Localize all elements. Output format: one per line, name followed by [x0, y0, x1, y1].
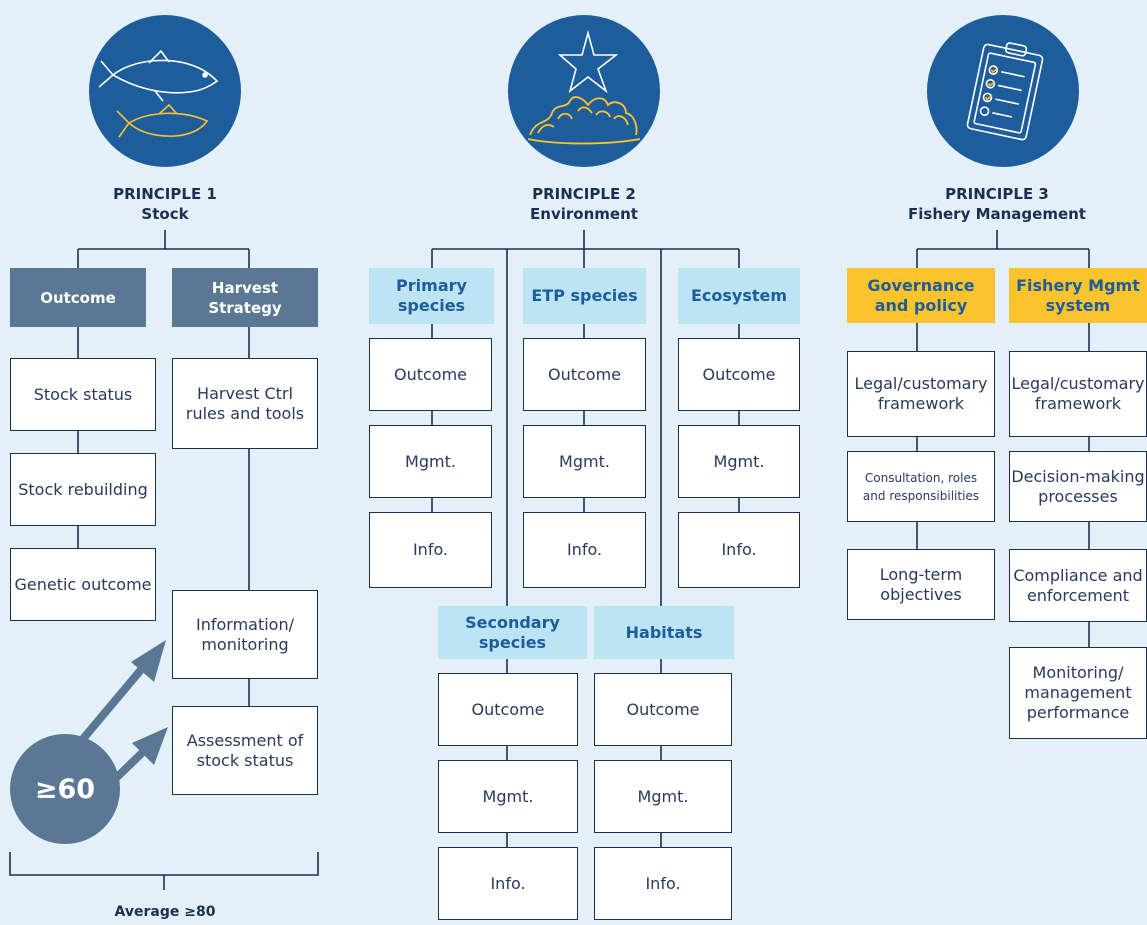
principle3-title: PRINCIPLE 3 Fishery Management	[908, 185, 1086, 223]
p1-stock-status: Stock status	[10, 358, 156, 431]
p2-etp-outcome: Outcome	[523, 338, 646, 411]
p2-header-etp-species: ETP species	[523, 268, 646, 324]
p3-fms-compliance-enforcement: Compliance and enforcement	[1009, 549, 1147, 622]
p2-secondary-info: Info.	[438, 847, 578, 920]
principle1-title: PRINCIPLE 1 Stock	[113, 185, 217, 223]
p2-ecosystem-outcome: Outcome	[678, 338, 800, 411]
p2-habitats-outcome: Outcome	[594, 673, 732, 746]
p2-primary-outcome: Outcome	[369, 338, 492, 411]
p2-habitats-mgmt: Mgmt.	[594, 760, 732, 833]
principle2-starfish-coral-icon	[508, 15, 660, 167]
p2-habitats-info: Info.	[594, 847, 732, 920]
p2-ecosystem-mgmt: Mgmt.	[678, 425, 800, 498]
p2-etp-mgmt: Mgmt.	[523, 425, 646, 498]
p1-harvest-control-rules: Harvest Ctrl rules and tools	[172, 358, 318, 449]
p3-fms-legal-framework: Legal/customary framework	[1009, 351, 1147, 437]
p2-primary-info: Info.	[369, 512, 492, 588]
p2-etp-info: Info.	[523, 512, 646, 588]
p1-threshold-badge: ≥60	[10, 734, 120, 844]
p1-genetic-outcome: Genetic outcome	[10, 548, 156, 621]
principle1-tuna-icon	[89, 15, 241, 167]
p2-secondary-outcome: Outcome	[438, 673, 578, 746]
p1-average-label: Average ≥80	[114, 904, 216, 920]
p3-header-fishery-mgmt-system: Fishery Mgmt system	[1009, 268, 1147, 323]
principle3-clipboard-icon	[927, 15, 1079, 167]
p2-ecosystem-info: Info.	[678, 512, 800, 588]
p1-header-harvest-strategy: Harvest Strategy	[172, 268, 318, 327]
p2-header-habitats: Habitats	[594, 606, 734, 659]
principle2-title: PRINCIPLE 2 Environment	[530, 185, 638, 223]
p3-header-governance: Governance and policy	[847, 268, 995, 323]
p2-header-ecosystem: Ecosystem	[678, 268, 800, 324]
p2-primary-mgmt: Mgmt.	[369, 425, 492, 498]
p1-assessment-stock-status: Assessment of stock status	[172, 706, 318, 795]
p1-header-outcome: Outcome	[10, 268, 146, 327]
p3-gov-consultation-roles: Consultation, roles and responsibilities	[847, 451, 995, 522]
p2-header-primary-species: Primary species	[369, 268, 494, 324]
p3-gov-legal-framework: Legal/customary framework	[847, 351, 995, 437]
p1-stock-rebuilding: Stock rebuilding	[10, 453, 156, 526]
p2-header-secondary-species: Secondary species	[438, 606, 587, 659]
p3-fms-decision-making: Decision-making processes	[1009, 451, 1147, 522]
p1-information-monitoring: Information/ monitoring	[172, 590, 318, 679]
p3-gov-long-term-objectives: Long-term objectives	[847, 549, 995, 620]
p3-fms-monitoring-performance: Monitoring/ management performance	[1009, 647, 1147, 739]
p2-secondary-mgmt: Mgmt.	[438, 760, 578, 833]
